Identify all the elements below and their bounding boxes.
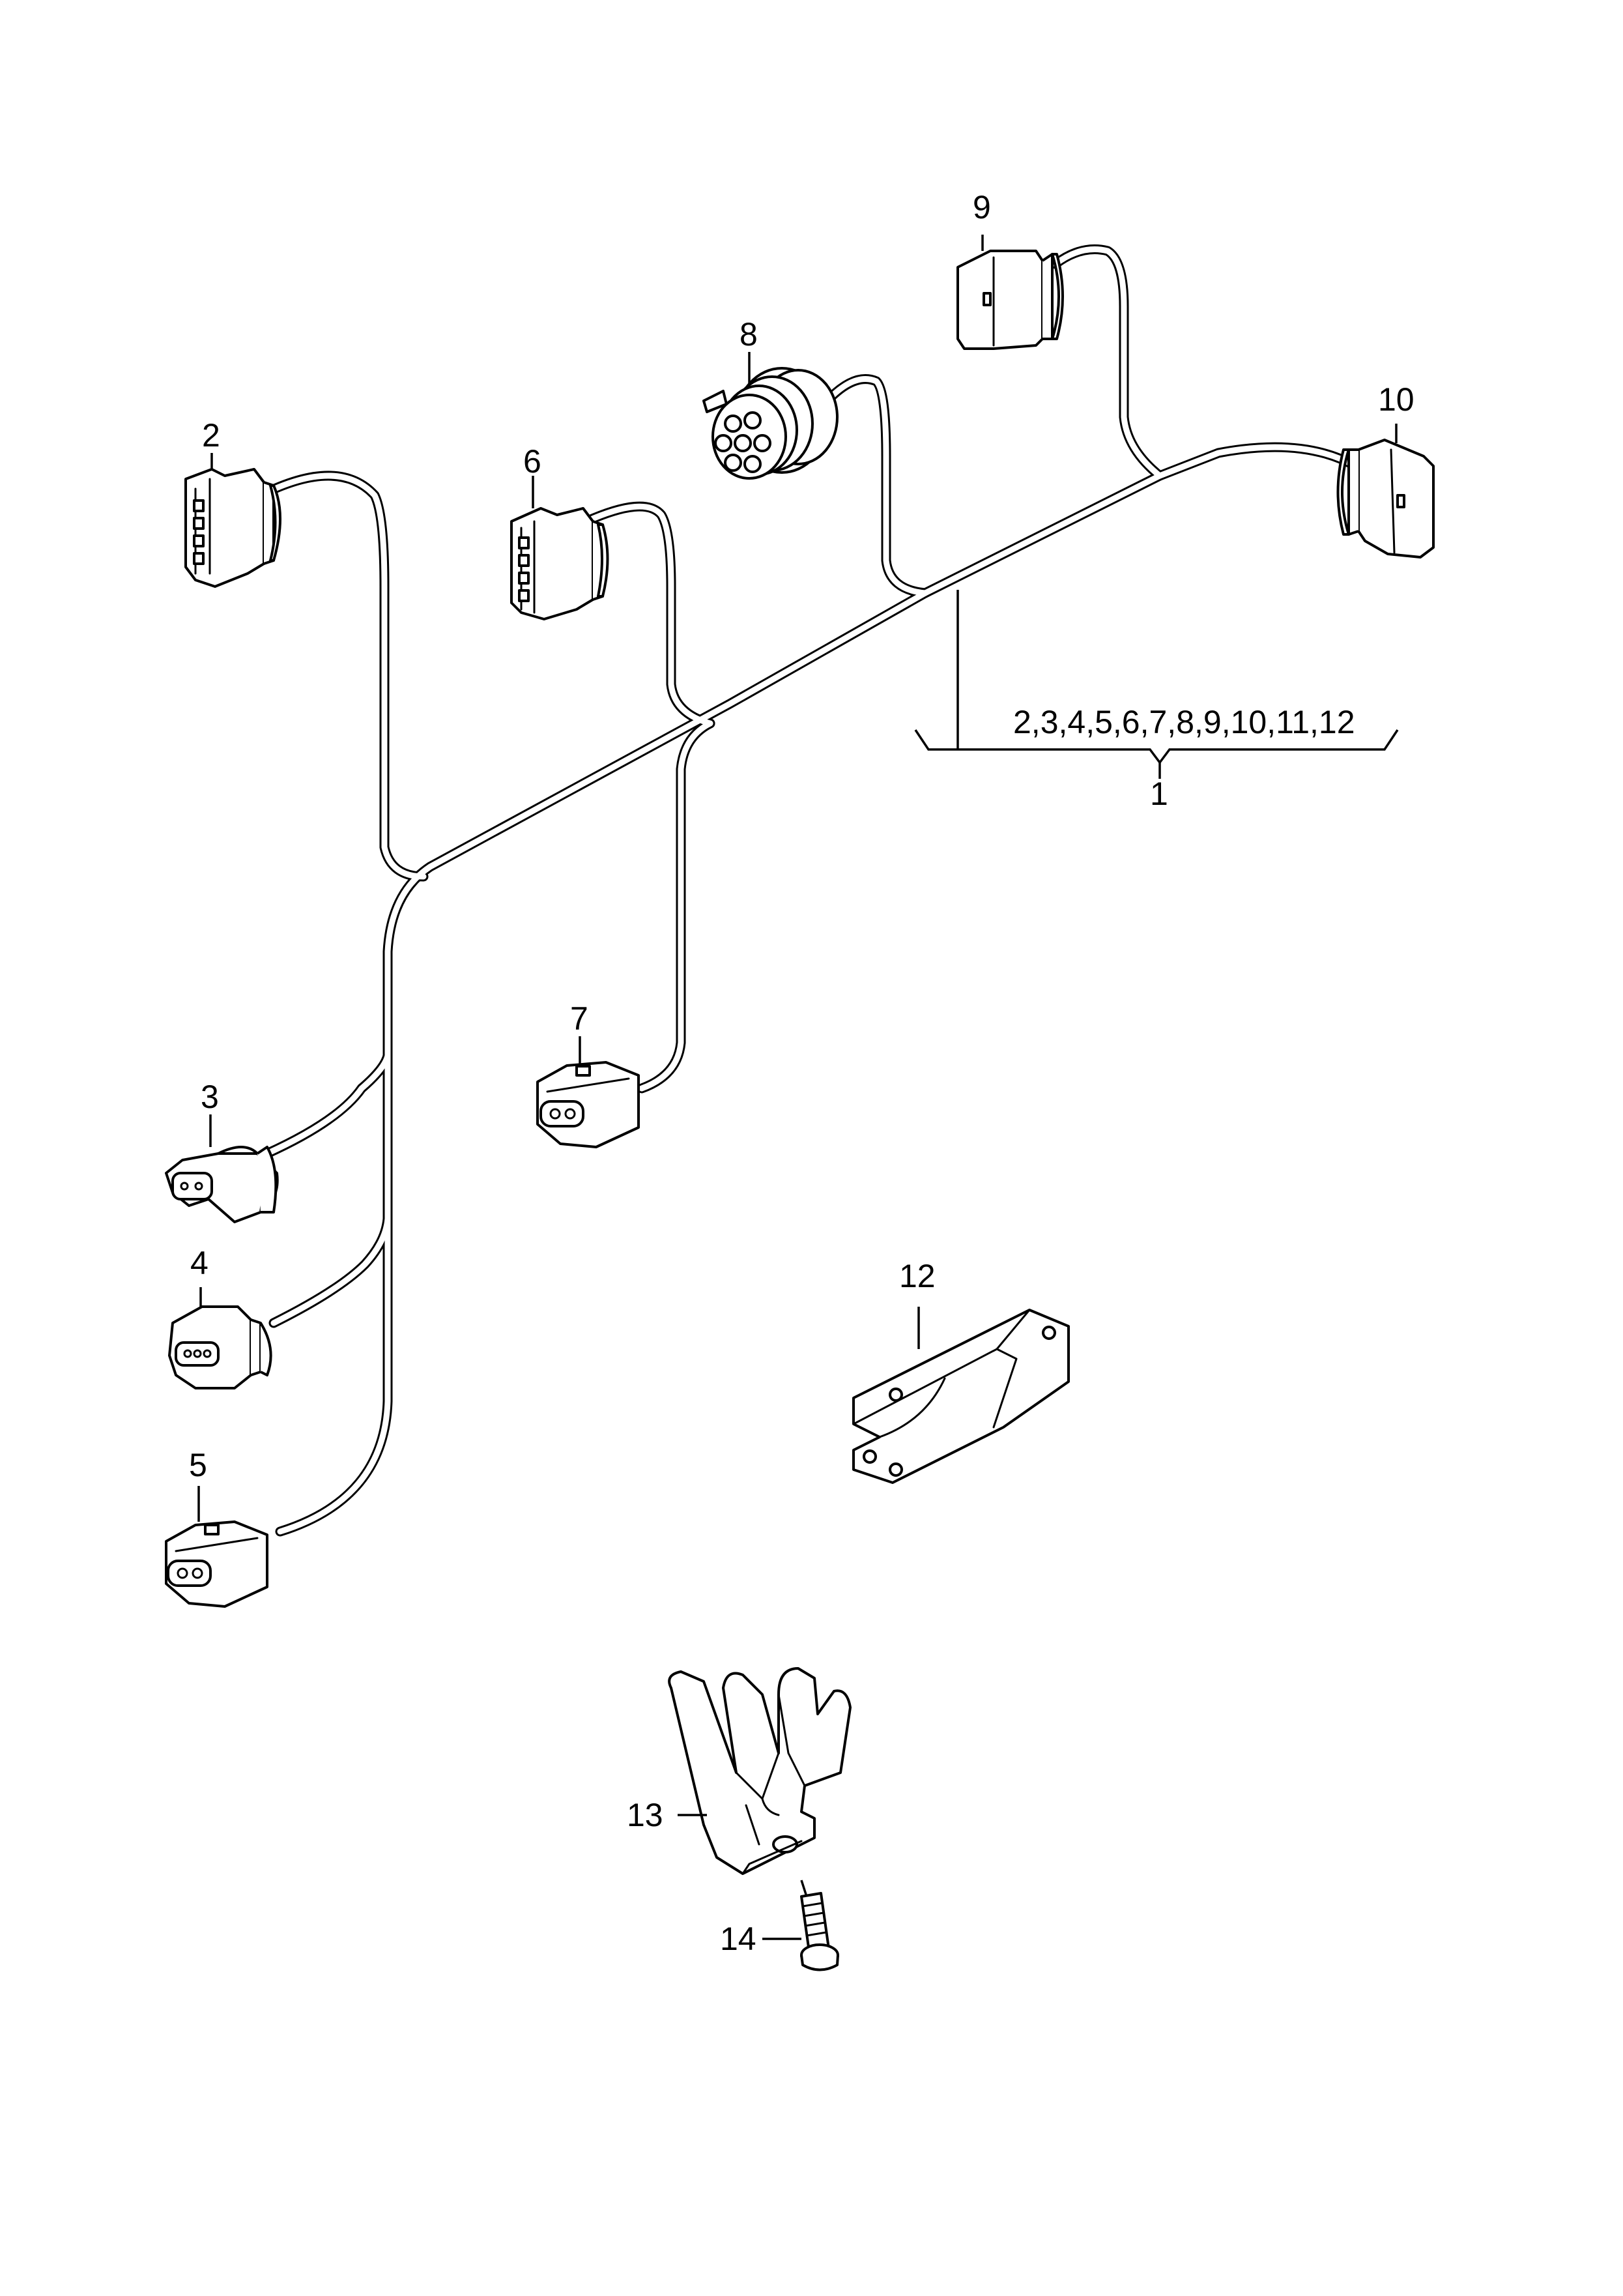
wire-fills: [257, 246, 1358, 1535]
wire-fill: [1052, 246, 1163, 479]
callout-4: 4: [190, 1245, 208, 1281]
wire-outline: [275, 442, 1360, 1537]
wire-outline: [268, 1213, 393, 1328]
bracket-12: [852, 1309, 1070, 1484]
connector-2: [184, 468, 281, 588]
wire-outline: [637, 718, 715, 1094]
callout-2: 2: [202, 417, 220, 454]
connector-8: [702, 367, 839, 480]
callout-14: 14: [720, 1921, 756, 1957]
callout-13: 13: [627, 1797, 663, 1833]
wire-fill: [583, 503, 713, 727]
callout-10: 10: [1378, 381, 1415, 418]
wire-fill: [639, 720, 713, 1092]
connector-9: [956, 250, 1064, 350]
callout-8: 8: [740, 316, 758, 353]
wire-outline: [262, 1051, 393, 1159]
callout-7: 7: [570, 1000, 588, 1037]
wire-fill: [277, 444, 1358, 1535]
connector-10: [1336, 439, 1435, 559]
callout-labels: 2 6 8 9 10 2,3,4,5,6,7,8,9,10,11,12 1 3 …: [189, 189, 1415, 1957]
bracket-13: [668, 1667, 852, 1875]
wire-outline: [819, 374, 930, 598]
callout-6: 6: [523, 443, 541, 480]
bolt-14: [800, 1892, 839, 1971]
wire-fill: [270, 1215, 391, 1326]
callout-3: 3: [201, 1079, 219, 1115]
connector-6: [510, 507, 609, 620]
connector-3: [165, 1146, 279, 1223]
wire-outline: [255, 471, 429, 882]
wire-outline: [1050, 244, 1165, 481]
callout-9: 9: [973, 189, 991, 225]
callout-12: 12: [899, 1258, 936, 1294]
callout-5: 5: [189, 1447, 207, 1483]
leader-lines: [197, 235, 1399, 1940]
callout-list: 2,3,4,5,6,7,8,9,10,11,12: [1013, 704, 1355, 740]
wire-fill: [257, 472, 427, 880]
wire-fill: [821, 376, 928, 596]
wire-fill: [264, 1053, 391, 1157]
connector-4: [168, 1305, 272, 1389]
connector-5: [165, 1520, 268, 1608]
callout-1: 1: [1150, 776, 1168, 812]
connector-7: [536, 1061, 640, 1148]
harness-wires: [255, 244, 1360, 1537]
